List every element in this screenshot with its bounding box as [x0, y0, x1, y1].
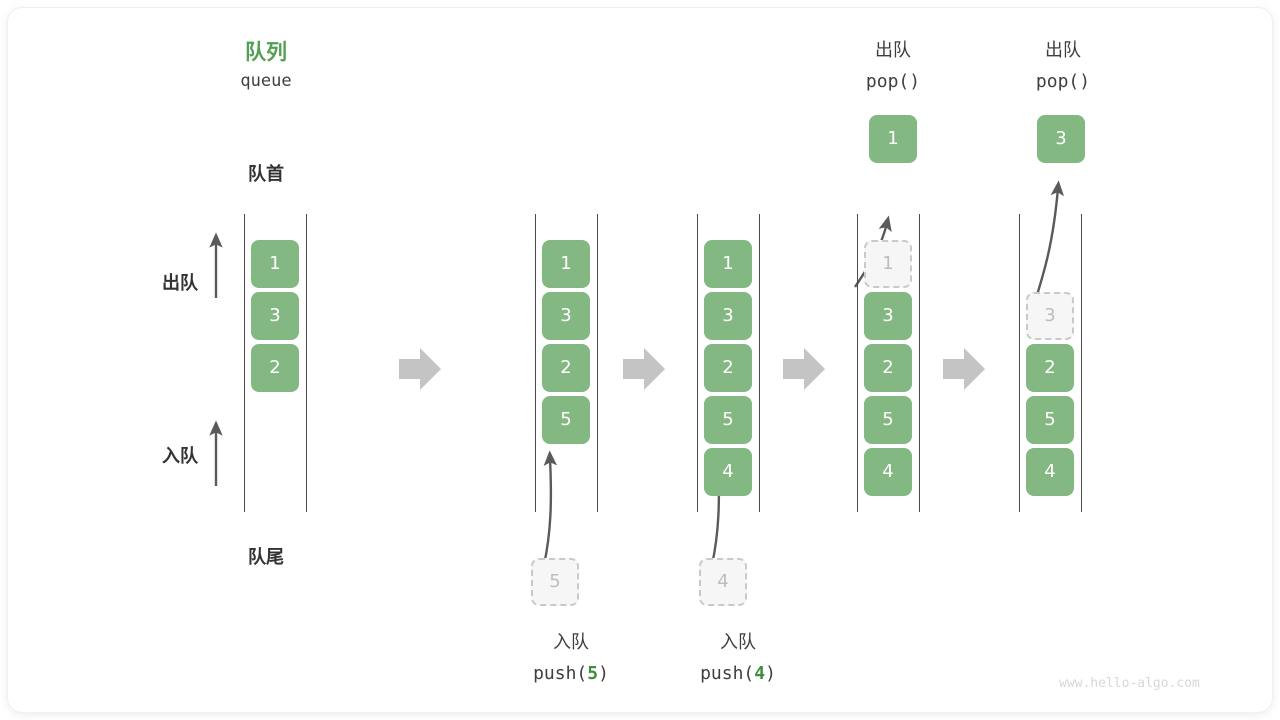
pop-3-op-label: 出队 [1045, 40, 1081, 61]
queue-cell: 5 [704, 396, 752, 444]
rail-right-col5 [1081, 214, 1082, 512]
step-arrow-2 [623, 348, 665, 390]
step-arrow-4 [943, 348, 985, 390]
queue-cell: 1 [704, 240, 752, 288]
arrows-layer [209, 180, 1065, 566]
pop-1-op-code: pop() [865, 71, 921, 92]
push-5-code-suffix: ) [598, 663, 609, 684]
queue-cell: 4 [1026, 448, 1074, 496]
rail-left-col2 [535, 214, 536, 512]
push-4-code-prefix: push( [700, 663, 755, 684]
outgoing-cell: 1 [869, 115, 917, 163]
rail-left-col1 [244, 214, 245, 512]
rail-right-col3 [759, 214, 760, 512]
push-4-code-suffix: ) [765, 663, 776, 684]
rail-left-col3 [697, 214, 698, 512]
diagram-card: 队列 queue 队首 队尾 出队 入队 1 3 2 1 3 2 5 5 入队 … [8, 8, 1272, 712]
push-4-op-label: 入队 [720, 632, 756, 653]
queue-cell: 3 [251, 292, 299, 340]
pop-3-motion-arrow [1031, 180, 1065, 309]
push-5-code-arg: 5 [587, 663, 599, 684]
outgoing-cell: 3 [1037, 115, 1085, 163]
rear-label: 队尾 [248, 547, 284, 568]
queue-cell: 3 [864, 292, 912, 340]
pop-3-op-code: pop() [1035, 71, 1091, 92]
rail-right-col2 [597, 214, 598, 512]
push-4-op-code: push(4) [673, 663, 803, 684]
rail-left-col5 [1019, 214, 1020, 512]
queue-cell: 2 [1026, 344, 1074, 392]
queue-cell: 2 [864, 344, 912, 392]
pop-1-op-label: 出队 [875, 40, 911, 61]
queue-cell: 2 [542, 344, 590, 392]
queue-cell: 2 [704, 344, 752, 392]
queue-cell-ghost: 1 [864, 240, 912, 288]
incoming-cell-ghost: 4 [699, 558, 747, 606]
queue-cell: 5 [1026, 396, 1074, 444]
diagram-title-en: queue [240, 71, 292, 91]
queue-cell: 2 [251, 344, 299, 392]
diagram-title-cn: 队列 [245, 40, 287, 64]
queue-cell: 5 [542, 396, 590, 444]
push-5-motion-arrow [542, 450, 558, 566]
queue-cell: 4 [704, 448, 752, 496]
watermark: www.hello-algo.com [1059, 676, 1200, 691]
rail-left-col4 [857, 214, 858, 512]
push-4-code-arg: 4 [754, 663, 766, 684]
queue-cell-ghost: 3 [1026, 292, 1074, 340]
push-5-code-prefix: push( [533, 663, 588, 684]
queue-cell: 3 [542, 292, 590, 340]
queue-cell: 1 [542, 240, 590, 288]
diagram-stage: 队列 queue 队首 队尾 出队 入队 1 3 2 1 3 2 5 5 入队 … [8, 8, 1272, 712]
enqueue-label: 入队 [162, 446, 198, 467]
queue-cell: 3 [704, 292, 752, 340]
push-5-op-label: 入队 [553, 632, 589, 653]
queue-cell: 5 [864, 396, 912, 444]
queue-cell: 4 [864, 448, 912, 496]
front-label: 队首 [248, 164, 284, 185]
queue-cell: 1 [251, 240, 299, 288]
incoming-cell-ghost: 5 [531, 558, 579, 606]
step-arrow-1 [399, 348, 441, 390]
dequeue-label: 出队 [162, 273, 198, 294]
push-5-op-code: push(5) [506, 663, 636, 684]
step-arrow-3 [783, 348, 825, 390]
rail-right-col4 [919, 214, 920, 512]
rail-right-col1 [306, 214, 307, 512]
